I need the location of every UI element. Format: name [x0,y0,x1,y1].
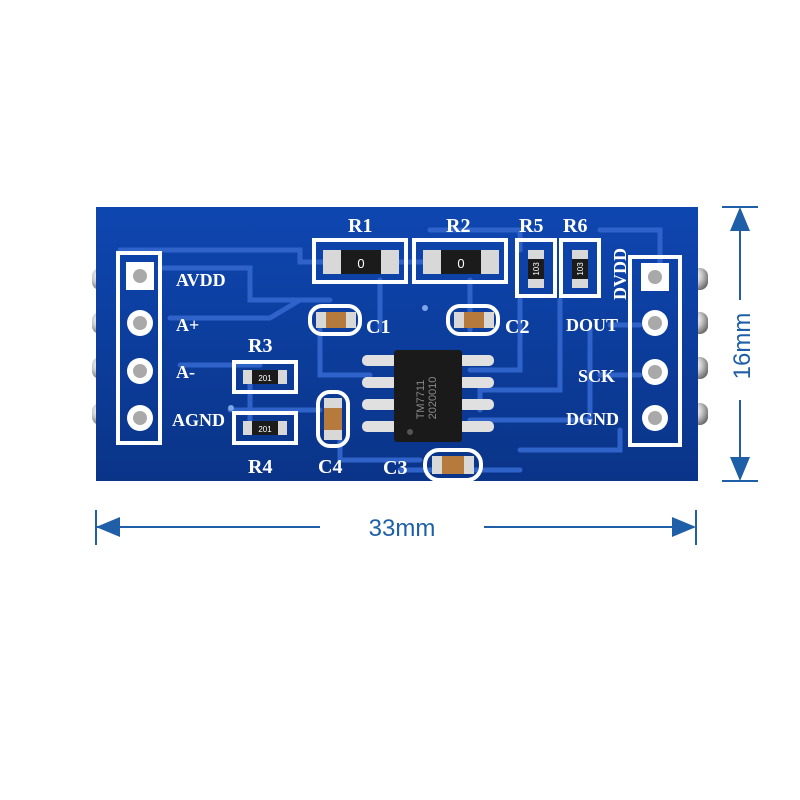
r5-pad-top [528,250,544,259]
pin-label-dgnd: DGND [566,409,619,429]
r3-pad-right [278,370,287,384]
width-label: 33mm [369,515,436,542]
r5-pad-bottom [528,279,544,288]
r1-label: R1 [348,215,372,237]
r5-marking: 103 [532,262,541,276]
c2-body [464,312,484,328]
height-label: 16mm [729,313,756,380]
r1-pad-left [323,250,341,274]
c3-body [442,456,464,474]
ic-pins [362,355,494,432]
c2-pad-left [454,312,464,328]
c1-pad-right [346,312,356,328]
via [228,405,234,411]
r4-pad-left [243,421,252,435]
r6-pad-top [572,250,588,259]
c1-body [326,312,346,328]
c4-body [324,408,342,430]
left-header-outline [116,251,162,445]
pin-label-a-minus: A- [176,362,195,382]
r2-outline [412,238,508,284]
pin-label-a-plus: A+ [176,315,199,335]
r4-label: R4 [248,456,272,478]
r6-body [572,259,588,279]
r6-pad-bottom [572,279,588,288]
r2-pad-left [423,250,441,274]
pin-label-avdd: AVDD [176,270,226,290]
r2-label: R2 [446,215,470,237]
r5-outline [515,238,557,298]
c3-outline [423,448,483,482]
r6-outline [559,238,601,298]
width-dimension [95,510,697,545]
r6-marking: 103 [576,262,585,276]
c2-outline [446,304,500,336]
r3-label: R3 [248,335,272,357]
c1-pad-left [316,312,326,328]
r1-body [341,250,381,274]
c3-pad-right [464,456,474,474]
pin-label-agnd: AGND [172,410,225,430]
via [422,305,428,311]
c4-pad-bottom [324,430,342,440]
pin-label-dvdd: DVDD [610,248,630,300]
r1-marking: 0 [357,256,364,271]
ic-chip [394,350,462,442]
r6-label: R6 [563,215,587,237]
r5-label: R5 [519,215,543,237]
r2-marking: 0 [457,256,464,271]
c3-label: C3 [383,457,407,479]
r2-body [441,250,481,274]
r3-pad-left [243,370,252,384]
r3-body [252,370,278,384]
c2-pad-right [484,312,494,328]
pin-label-dout: DOUT [566,315,618,335]
r3-marking: 201 [258,374,272,383]
left-header-pads [126,262,154,431]
c4-outline [316,390,350,448]
c4-pad-top [324,398,342,408]
height-dimension [722,206,758,482]
c2-label: C2 [505,316,529,338]
ic-label: TM7711 2020010 [415,377,439,420]
pin-label-sck: SCK [578,366,615,386]
r1-pad-right [381,250,399,274]
right-header-pads [641,263,669,431]
c1-label: C1 [366,316,390,338]
ic-pin1-dot [407,429,413,435]
r5-body [528,259,544,279]
r4-marking: 201 [258,425,272,434]
right-header-outline [628,255,682,447]
r4-pad-right [278,421,287,435]
r2-pad-right [481,250,499,274]
r4-body [252,421,278,435]
r3-outline [232,360,298,394]
c4-label: C4 [318,456,342,478]
r4-outline [232,411,298,445]
c3-pad-left [432,456,442,474]
c1-outline [308,304,362,336]
r1-outline [312,238,408,284]
